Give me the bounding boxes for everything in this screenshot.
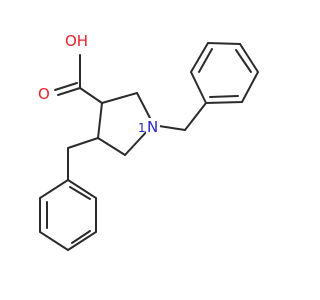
benzene-ring-top bbox=[189, 41, 260, 105]
oh-label-bg bbox=[64, 32, 92, 52]
bond-group bbox=[39, 41, 260, 252]
o-label-bg bbox=[37, 86, 52, 104]
oxygen-label: O bbox=[38, 85, 50, 103]
hydroxyl-label: OH bbox=[65, 32, 88, 50]
benzene-bottom-double-2 bbox=[71, 230, 91, 244]
nitrogen-label: N bbox=[147, 118, 158, 136]
structure-diagram: OH O N 1 bbox=[37, 32, 260, 252]
bond-n-c5 bbox=[124, 127, 151, 156]
bond-ch2-ring bbox=[184, 102, 207, 131]
bond-c-o-double-a bbox=[57, 87, 81, 96]
n-label-bg bbox=[146, 118, 160, 136]
benzene-ring-bottom bbox=[39, 178, 97, 252]
bond-c-c3 bbox=[79, 87, 103, 104]
benzene-top-double-2 bbox=[235, 49, 252, 73]
bond-c4-c3 bbox=[97, 102, 103, 139]
benzene-bottom-double-3 bbox=[69, 186, 91, 200]
benzene-top-double-1 bbox=[198, 48, 213, 73]
benzene-top-double-3 bbox=[209, 95, 239, 98]
bond-c-o-double-b bbox=[54, 82, 78, 91]
bond-c3-c2 bbox=[101, 92, 138, 104]
nitrogen-index-label: 1 bbox=[138, 121, 146, 135]
bond-n-ch2 bbox=[158, 125, 186, 131]
bond-c2-n bbox=[136, 92, 151, 119]
bond-c4-ch2 bbox=[67, 137, 99, 149]
bond-c5-c4 bbox=[97, 137, 126, 156]
